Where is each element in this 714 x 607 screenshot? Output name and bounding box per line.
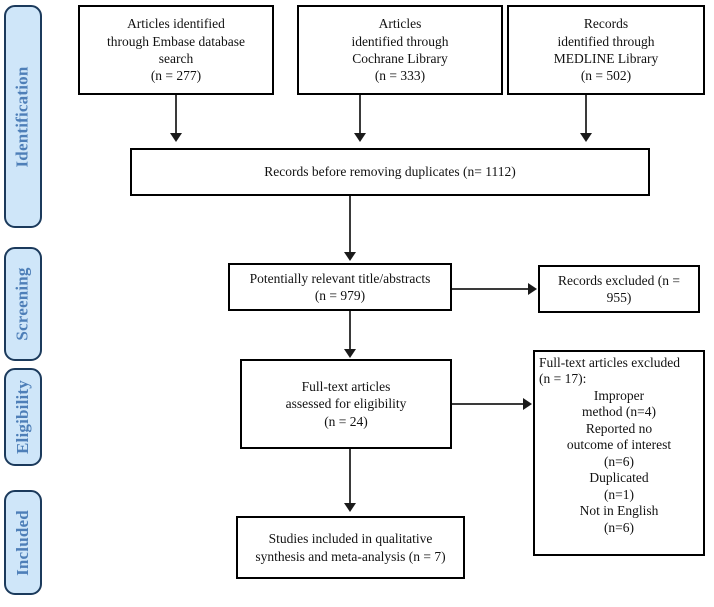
- box-studies-included-text: Studies included in qualitative synthesi…: [255, 531, 446, 564]
- stage-label-screening: Screening: [13, 267, 33, 341]
- box-fulltext-excluded: Full-text articles excluded (n = 17): Im…: [533, 350, 705, 556]
- arrowhead-fulltext-to-excluded: [523, 398, 532, 410]
- arrowhead-cochrane-to-duplicates: [354, 133, 366, 142]
- stage-pill-eligibility: Eligibility: [4, 368, 42, 466]
- box-records-before-duplicates-text: Records before removing duplicates (n= 1…: [264, 164, 516, 180]
- stage-pill-screening: Screening: [4, 247, 42, 361]
- box-records-before-duplicates: Records before removing duplicates (n= 1…: [130, 148, 650, 196]
- arrowhead-medline-to-duplicates: [580, 133, 592, 142]
- exclusion-item-no-outcome: Reported no outcome of interest (n=6): [566, 420, 672, 469]
- exclusion-item-duplicated: Duplicated (n=1): [589, 470, 649, 502]
- stage-label-included: Included: [13, 509, 33, 576]
- stage-label-identification: Identification: [13, 65, 32, 168]
- connector-titles-to-records-excluded: [452, 288, 529, 290]
- connector-duplicates-to-titles: [349, 196, 351, 254]
- arrowhead-titles-to-records-excluded: [528, 283, 537, 295]
- connector-medline-to-duplicates: [585, 95, 587, 135]
- box-studies-included: Studies included in qualitative synthesi…: [236, 516, 465, 579]
- arrowhead-embase-to-duplicates: [170, 133, 182, 142]
- exclusion-item-improper-method: Improper method (n=4): [582, 387, 656, 420]
- connector-titles-to-fulltext: [349, 311, 351, 351]
- connector-fulltext-to-excluded: [452, 403, 524, 405]
- box-cochrane-records: Articles identified through Cochrane Lib…: [297, 5, 503, 95]
- exclusion-item-not-english: Not in English (n=6): [579, 503, 659, 535]
- box-fulltext-excluded-heading: Full-text articles excluded (n = 17):: [539, 355, 680, 387]
- arrowhead-titles-to-fulltext: [344, 349, 356, 358]
- box-medline-records: Records identified through MEDLINE Libra…: [507, 5, 705, 95]
- box-cochrane-records-text: Articles identified through Cochrane Lib…: [351, 16, 449, 84]
- box-records-excluded-text: Records excluded (n = 955): [558, 272, 680, 305]
- box-fulltext-assessed: Full-text articles assessed for eligibil…: [240, 359, 452, 449]
- connector-fulltext-to-included: [349, 449, 351, 505]
- box-records-excluded: Records excluded (n = 955): [538, 265, 700, 313]
- arrowhead-duplicates-to-titles: [344, 252, 356, 261]
- arrowhead-fulltext-to-included: [344, 503, 356, 512]
- box-medline-records-text: Records identified through MEDLINE Libra…: [553, 16, 659, 84]
- box-embase-records-text: Articles identified through Embase datab…: [107, 16, 245, 84]
- box-potentially-relevant-titles-text: Potentially relevant title/abstracts (n …: [249, 270, 431, 303]
- stage-pill-included: Included: [4, 490, 42, 595]
- box-potentially-relevant-titles: Potentially relevant title/abstracts (n …: [228, 263, 452, 311]
- box-fulltext-assessed-text: Full-text articles assessed for eligibil…: [285, 379, 407, 429]
- connector-cochrane-to-duplicates: [359, 95, 361, 135]
- stage-pill-identification: Identification: [4, 5, 42, 228]
- stage-label-eligibility: Eligibility: [13, 380, 32, 454]
- connector-embase-to-duplicates: [175, 95, 177, 135]
- box-embase-records: Articles identified through Embase datab…: [78, 5, 274, 95]
